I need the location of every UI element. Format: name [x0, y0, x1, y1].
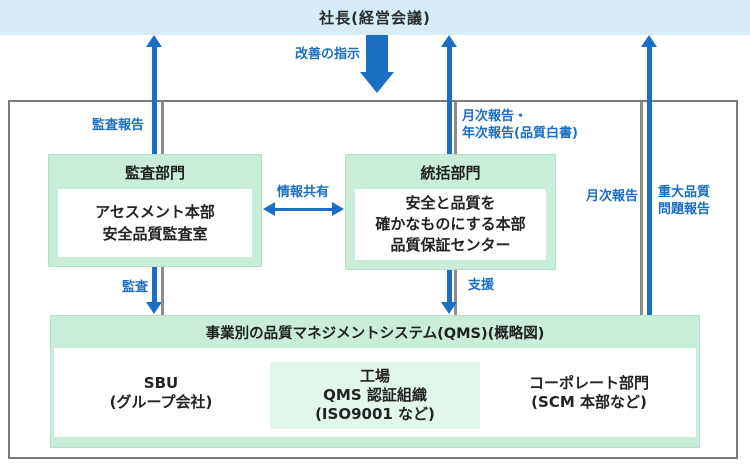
- qms-box: 事業別の品質マネジメントシステム(QMS)(概略図) SBU (グループ会社) …: [50, 315, 700, 448]
- instruction-arrow: [366, 35, 388, 73]
- instruction-arrowhead-icon: [360, 72, 394, 93]
- audit-report-up-arrowhead-icon: [146, 35, 162, 47]
- audit-label: 監査: [121, 280, 148, 295]
- audit-dept-line: 安全品質監査室: [102, 225, 208, 243]
- qms-factory-panel: 工場 QMS 認証組織 (ISO9001 など): [270, 362, 480, 429]
- president-title: 社長(経営会議): [319, 9, 431, 27]
- info-sharing-right-arrowhead-icon: [332, 202, 344, 216]
- supervisory-dept-body: 安全と品質を 確かなものにする本部 品質保証センター: [355, 189, 546, 260]
- qms-corporate-cell: コーポレート部門 (SCM 本部など): [482, 348, 696, 437]
- right-connector-shadow-line: [640, 102, 643, 315]
- instruction-label: 改善の指示: [294, 47, 360, 62]
- audit-dept-line: アセスメント本部: [95, 203, 215, 221]
- audit-dept-box: 監査部門 アセスメント本部 安全品質監査室: [48, 154, 262, 267]
- audit-report-label: 監査報告: [92, 118, 145, 133]
- qms-factory-cell: 工場 QMS 認証組織 (ISO9001 など): [268, 348, 482, 437]
- direct-report-arrow: [647, 44, 652, 315]
- qms-corporate-line: コーポレート部門: [528, 373, 649, 392]
- info-sharing-left-arrowhead-icon: [263, 202, 275, 216]
- supervisory-dept-line: 安全と品質を: [405, 194, 496, 212]
- president-banner: 社長(経営会議): [0, 0, 750, 35]
- qms-corporate-line: (SCM 本部など): [531, 392, 647, 411]
- qms-sbu-cell: SBU (グループ会社): [54, 348, 268, 437]
- monthly-report-up-arrowhead-icon: [441, 35, 457, 47]
- serious-quality-issue-report-label: 重大品質 問題報告: [658, 185, 711, 217]
- monthly-report-label: 月次報告: [585, 189, 638, 204]
- supervisory-dept-line: 確かなものにする本部: [375, 215, 526, 233]
- supervisory-dept-header: 統括部門: [420, 163, 481, 182]
- audit-dept-header: 監査部門: [124, 163, 185, 182]
- info-sharing-label: 情報共有: [276, 185, 329, 200]
- qms-strip: SBU (グループ会社) 工場 QMS 認証組織 (ISO9001 など) コー…: [54, 348, 696, 437]
- audit-dept-body: アセスメント本部 安全品質監査室: [58, 189, 252, 257]
- organization-frame: [8, 100, 738, 459]
- support-down-arrowhead-icon: [441, 302, 457, 314]
- qms-factory-line: (ISO9001 など): [315, 405, 435, 423]
- monthly-annual-report-label: 月次報告・ 年次報告(品質白書): [462, 109, 578, 141]
- qms-factory-line: QMS 認証組織: [323, 386, 427, 404]
- qms-sbu-line: (グループ会社): [109, 392, 213, 411]
- supervisory-dept-line: 品質保証センター: [390, 236, 511, 254]
- qms-title: 事業別の品質マネジメントシステム(QMS)(概略図): [205, 325, 545, 342]
- audit-down-arrowhead-icon: [146, 302, 162, 314]
- info-sharing-arrow: [275, 208, 332, 211]
- qms-factory-line: 工場: [359, 367, 390, 385]
- supervisory-dept-box: 統括部門 安全と品質を 確かなものにする本部 品質保証センター: [345, 154, 556, 270]
- qms-sbu-line: SBU: [143, 373, 179, 392]
- support-label: 支援: [468, 278, 495, 293]
- direct-report-up-arrowhead-icon: [641, 35, 657, 47]
